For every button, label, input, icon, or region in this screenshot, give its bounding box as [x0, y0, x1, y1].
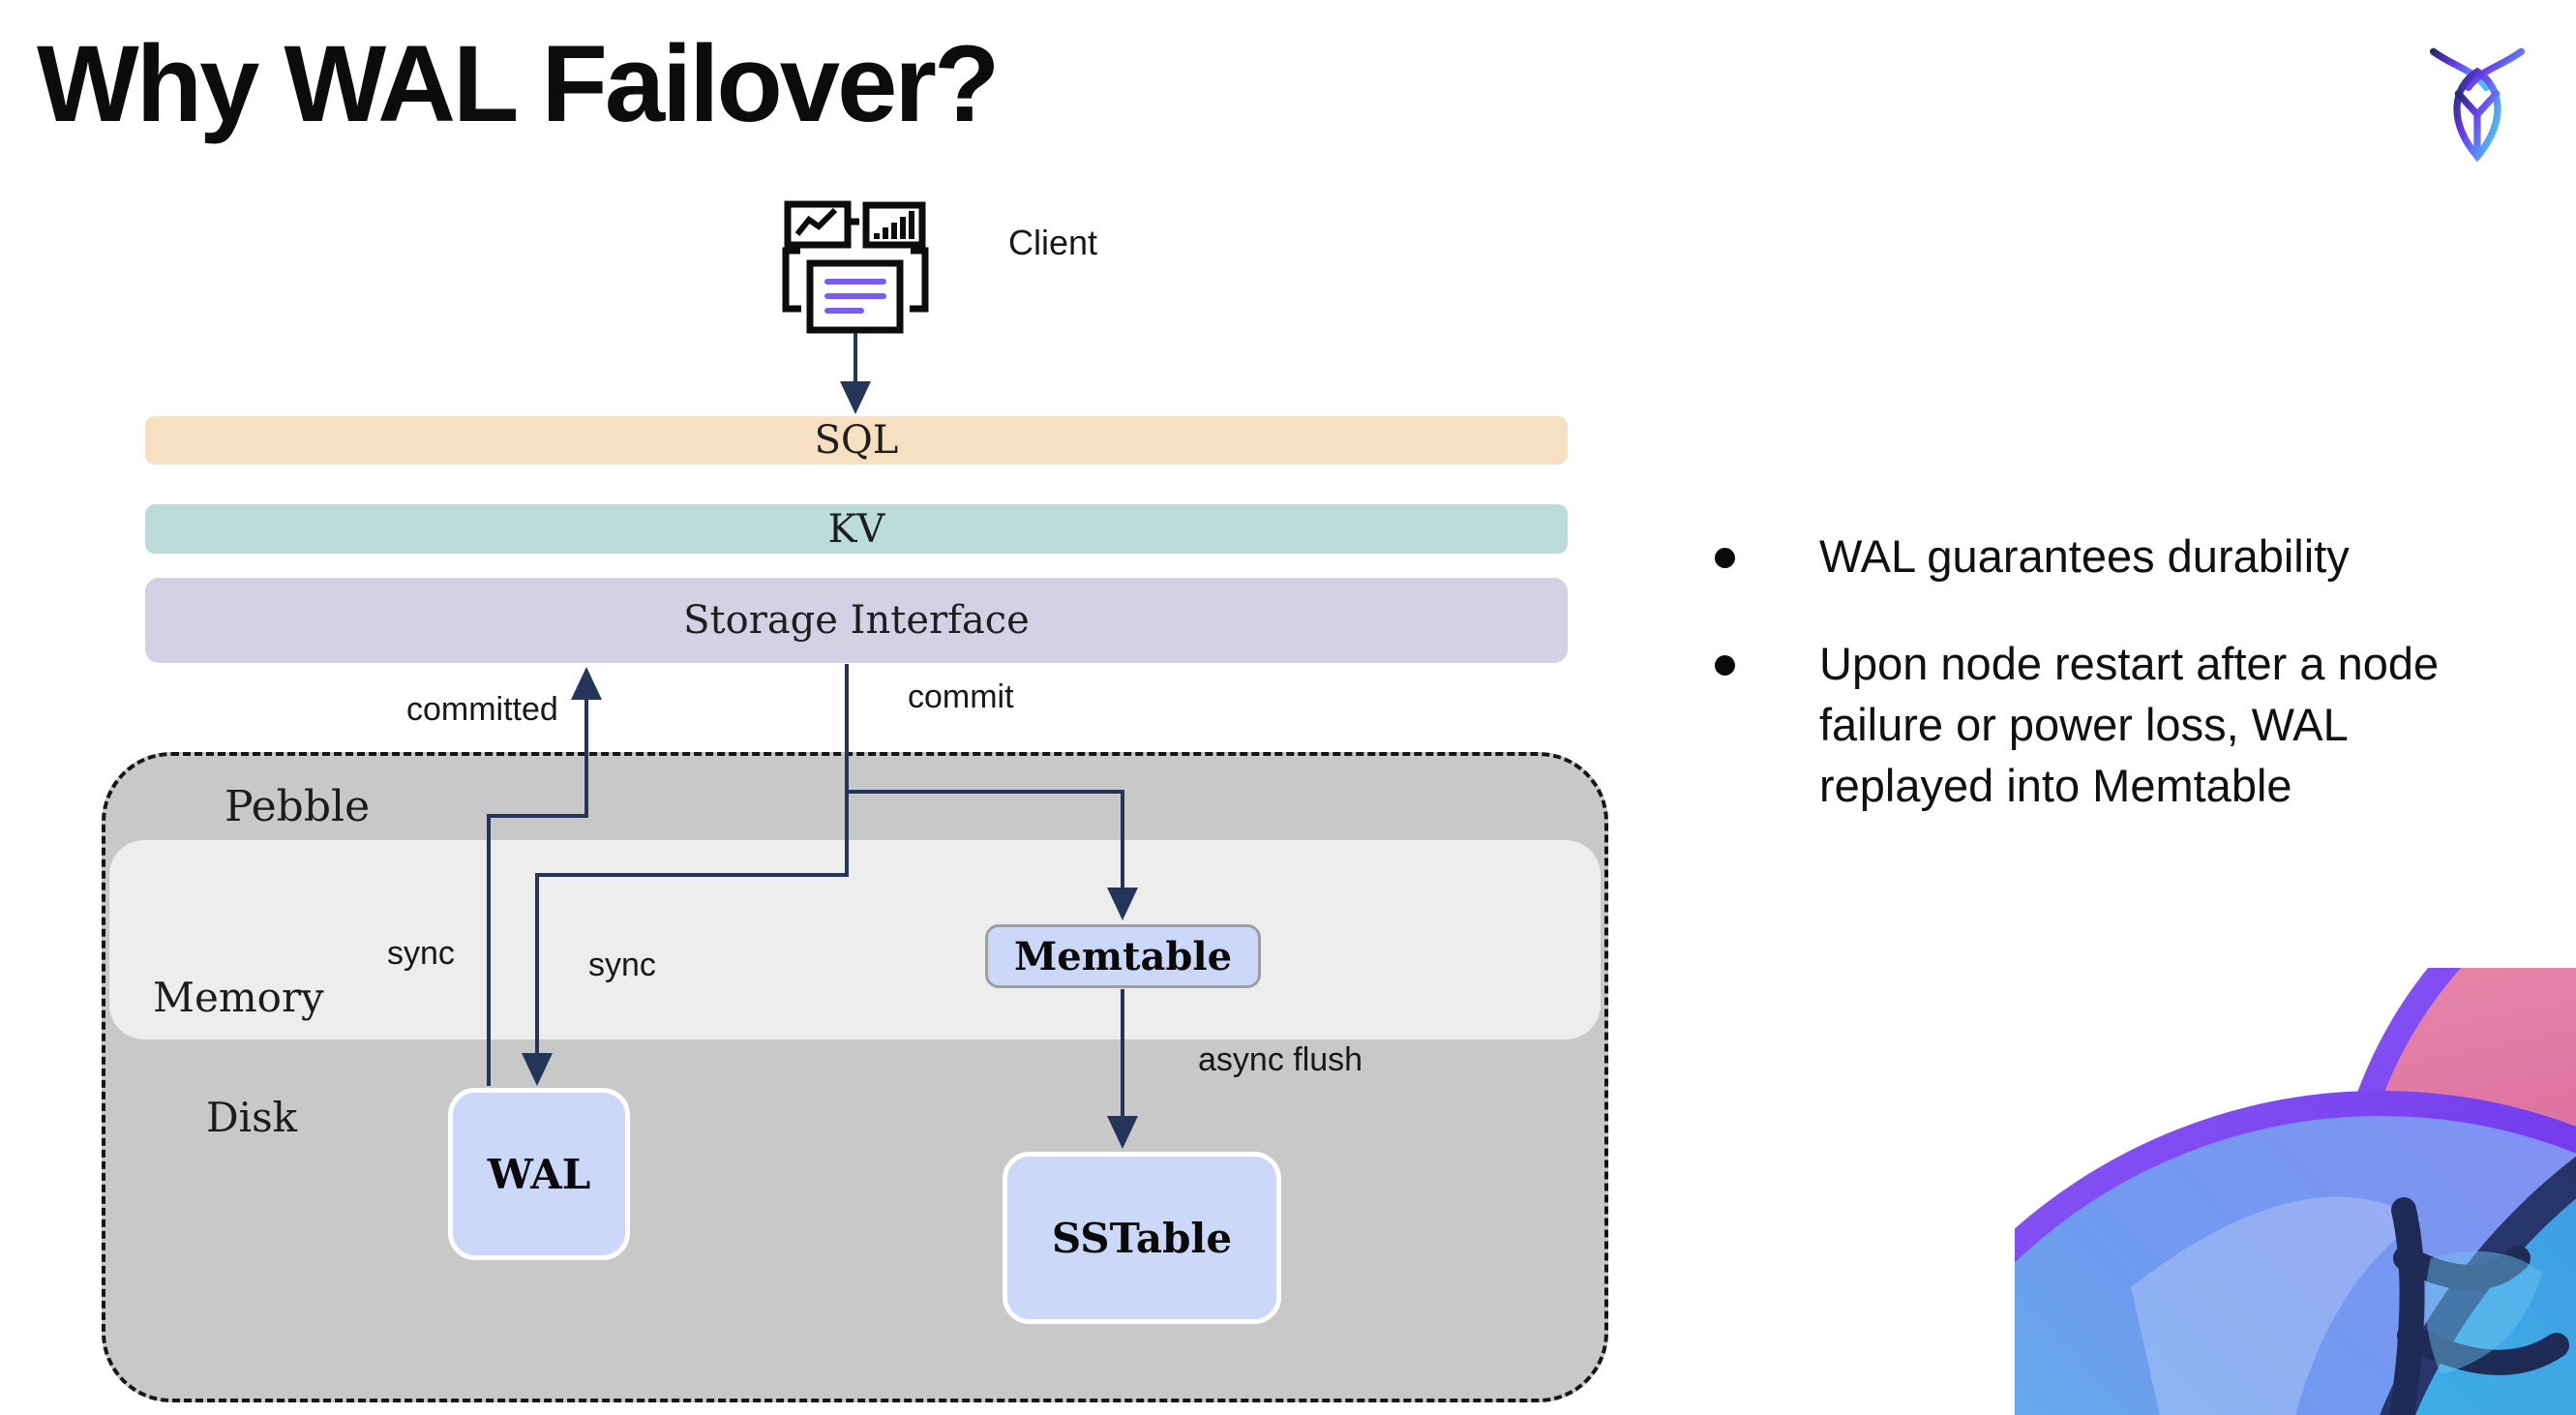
sstable-label: SSTable — [1051, 1214, 1233, 1262]
edge-label-sync-left: sync — [387, 935, 455, 972]
layer-kv-label: KV — [827, 506, 885, 552]
bullet-item: Upon node restart after a node failure o… — [1703, 634, 2516, 817]
antenna-right — [2465, 47, 2526, 92]
antenna-left — [2429, 47, 2490, 92]
page-title: Why WAL Failover? — [37, 23, 1000, 144]
node-memtable: Memtable — [985, 924, 1261, 988]
cockroachdb-brand-art — [2015, 968, 2576, 1415]
cockroachdb-logo — [2429, 47, 2526, 163]
layer-storage-interface: Storage Interface — [145, 578, 1568, 663]
edge-label-commit: commit — [908, 678, 1014, 715]
arrowhead-client-sql — [840, 381, 871, 414]
client-app-icon — [782, 200, 929, 334]
node-sstable: SSTable — [1003, 1152, 1281, 1324]
body-stem — [2454, 90, 2501, 161]
memory-label: Memory — [153, 974, 324, 1021]
layer-kv: KV — [145, 504, 1568, 554]
bullet-list: WAL guarantees durability Upon node rest… — [1703, 527, 2477, 863]
edge-label-async-flush: async flush — [1198, 1041, 1363, 1078]
pebble-label: Pebble — [225, 782, 371, 831]
bracket-right — [910, 247, 929, 313]
memtable-label: Memtable — [1013, 933, 1233, 979]
leaf-shape — [2425, 1250, 2542, 1374]
bullet-item: WAL guarantees durability — [1703, 527, 2516, 587]
leaf-veins — [2389, 1197, 2569, 1415]
disk-label: Disk — [206, 1094, 298, 1141]
layer-storage-label: Storage Interface — [683, 598, 1030, 643]
memory-band — [109, 840, 1601, 1039]
layer-sql-label: SQL — [814, 418, 899, 463]
arrowhead-committed — [571, 667, 602, 700]
edge-label-committed: committed — [406, 691, 558, 728]
client-label: Client — [1008, 223, 1098, 262]
wal-label: WAL — [487, 1150, 591, 1198]
blue-highlight — [2131, 1196, 2421, 1415]
layer-sql: SQL — [145, 416, 1568, 465]
node-wal: WAL — [448, 1088, 630, 1260]
edge-label-sync-right: sync — [588, 947, 656, 983]
bracket-left — [782, 247, 801, 313]
